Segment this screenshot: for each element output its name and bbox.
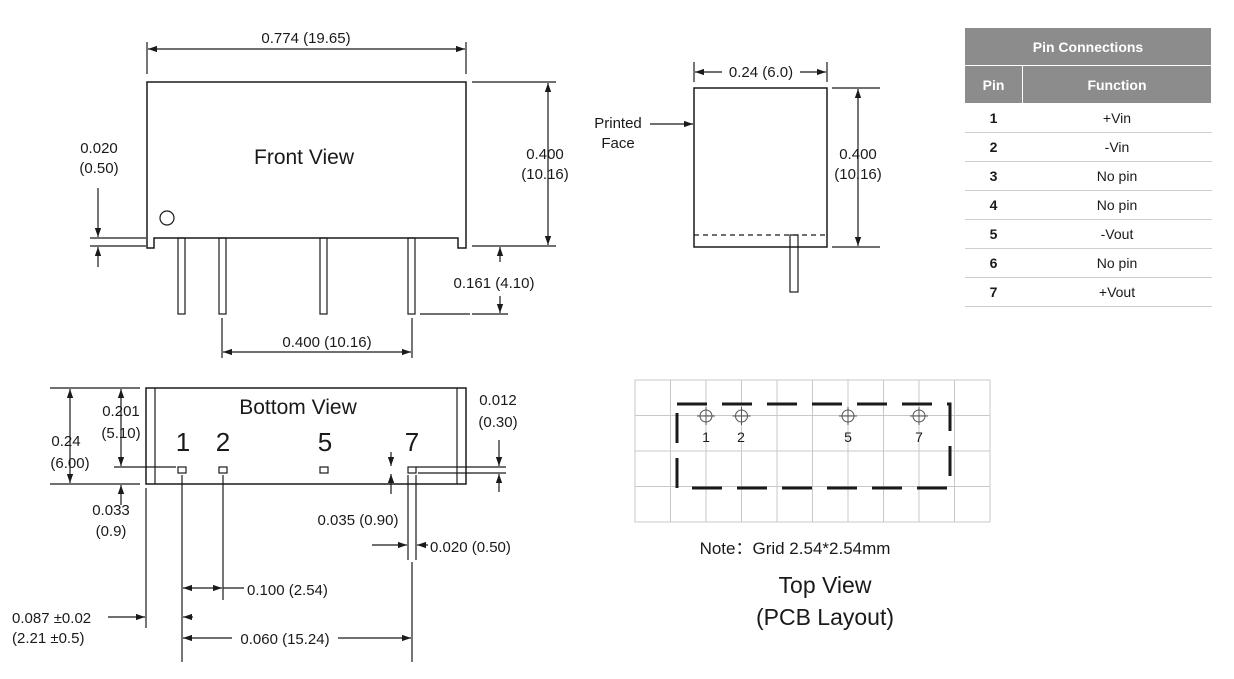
function-cell: -Vout (1022, 219, 1212, 249)
pcb-grid (634, 379, 991, 523)
side-view-pin (789, 234, 799, 293)
top-view-title: Top View (779, 572, 872, 598)
pin-cell: 7 (964, 277, 1023, 307)
pcb-pin-label-1: 1 (702, 429, 710, 445)
front-height-dim-mm: (10.16) (521, 166, 569, 183)
pcb-holes (697, 407, 928, 425)
bottom-offset-mm: (5.10) (101, 425, 140, 442)
front-view-body (146, 81, 467, 249)
bottom-view-body (145, 387, 467, 485)
pin-depth-dim: 0.035 (0.90) (318, 512, 399, 529)
table-row: 7 +Vout (964, 277, 1212, 307)
front-pin-1 (177, 237, 186, 315)
front-width-dim: 0.774 (19.65) (261, 30, 350, 47)
top-right-mm: (0.30) (478, 414, 517, 431)
standoff-dim-in: 0.020 (80, 140, 118, 157)
pin-connections-table: Pin Connections Pin Function 1 +Vin 2 -V… (964, 27, 1212, 307)
printed-face-label-1: Printed (594, 115, 642, 132)
end-offset-dim-1: 0.087 ±0.02 (12, 610, 91, 627)
bottom-pad-5 (319, 466, 329, 474)
function-cell: +Vin (1022, 103, 1212, 133)
pin-cell: 4 (964, 190, 1023, 220)
pcb-pin-label-5: 5 (844, 429, 852, 445)
side-height-dim-mm: (10.16) (834, 166, 882, 183)
bottom-height-in: 0.24 (51, 433, 80, 450)
pin-cell: 5 (964, 219, 1023, 249)
top-view-subtitle: (PCB Layout) (756, 604, 894, 630)
pcb-outline (675, 402, 952, 490)
table-row: 2 -Vin (964, 132, 1212, 162)
bottom-edge-mm: (0.9) (96, 523, 127, 540)
pitch-dim: 0.100 (2.54) (247, 582, 328, 599)
bottom-edge-in: 0.033 (92, 502, 130, 519)
top-right-in: 0.012 (479, 392, 517, 409)
bottom-pad-1 (177, 466, 187, 474)
table-row: 6 No pin (964, 248, 1212, 278)
side-view-body (693, 87, 828, 248)
pcb-pin-label-2: 2 (737, 429, 745, 445)
function-cell: No pin (1022, 248, 1212, 278)
function-cell: No pin (1022, 161, 1212, 191)
bottom-offset-in: 0.201 (102, 403, 140, 420)
pin-span-dim: 0.400 (10.16) (282, 334, 371, 351)
table-row: 3 No pin (964, 161, 1212, 191)
table-row: 1 +Vin (964, 103, 1212, 133)
printed-face-label-2: Face (601, 135, 634, 152)
function-cell: -Vin (1022, 132, 1212, 162)
function-cell: +Vout (1022, 277, 1212, 307)
column-header-pin: Pin (964, 65, 1023, 104)
pin1-marker (159, 210, 175, 226)
end-offset-dim-2: (2.21 ±0.5) (12, 630, 84, 647)
side-width-dim: 0.24 (6.0) (729, 64, 793, 81)
column-header-function: Function (1022, 65, 1212, 104)
pin-cell: 1 (964, 103, 1023, 133)
front-pin-2 (218, 237, 227, 315)
front-pin-7 (407, 237, 416, 315)
bottom-pin-label-1: 1 (176, 427, 190, 457)
bottom-height-mm: (6.00) (50, 455, 89, 472)
bottom-pad-2 (218, 466, 228, 474)
grid-note: Note：Grid 2.54*2.54mm (700, 539, 891, 558)
side-height-dim-in: 0.400 (839, 146, 877, 163)
pin-cell: 2 (964, 132, 1023, 162)
table-caption: Pin Connections (964, 27, 1212, 66)
pin-width-dim: 0.020 (0.50) (430, 539, 511, 556)
front-pin-5 (319, 237, 328, 315)
bottom-view-title: Bottom View (239, 396, 357, 419)
table-row: 4 No pin (964, 190, 1212, 220)
bottom-pin-label-5: 5 (318, 427, 332, 457)
bottom-pin-label-2: 2 (216, 427, 230, 457)
standoff-dim-mm: (0.50) (79, 160, 118, 177)
pcb-pin-label-7: 7 (915, 429, 923, 445)
bottom-pin-label-7: 7 (405, 427, 419, 457)
pin-cell: 6 (964, 248, 1023, 278)
front-view-title: Front View (254, 146, 355, 169)
span-dim: 0.060 (15.24) (240, 631, 329, 648)
table-row: 5 -Vout (964, 219, 1212, 249)
pin-cell: 3 (964, 161, 1023, 191)
function-cell: No pin (1022, 190, 1212, 220)
front-height-dim-in: 0.400 (526, 146, 564, 163)
bottom-pad-7 (407, 466, 417, 474)
pin-length-dim: 0.161 (4.10) (454, 275, 535, 292)
